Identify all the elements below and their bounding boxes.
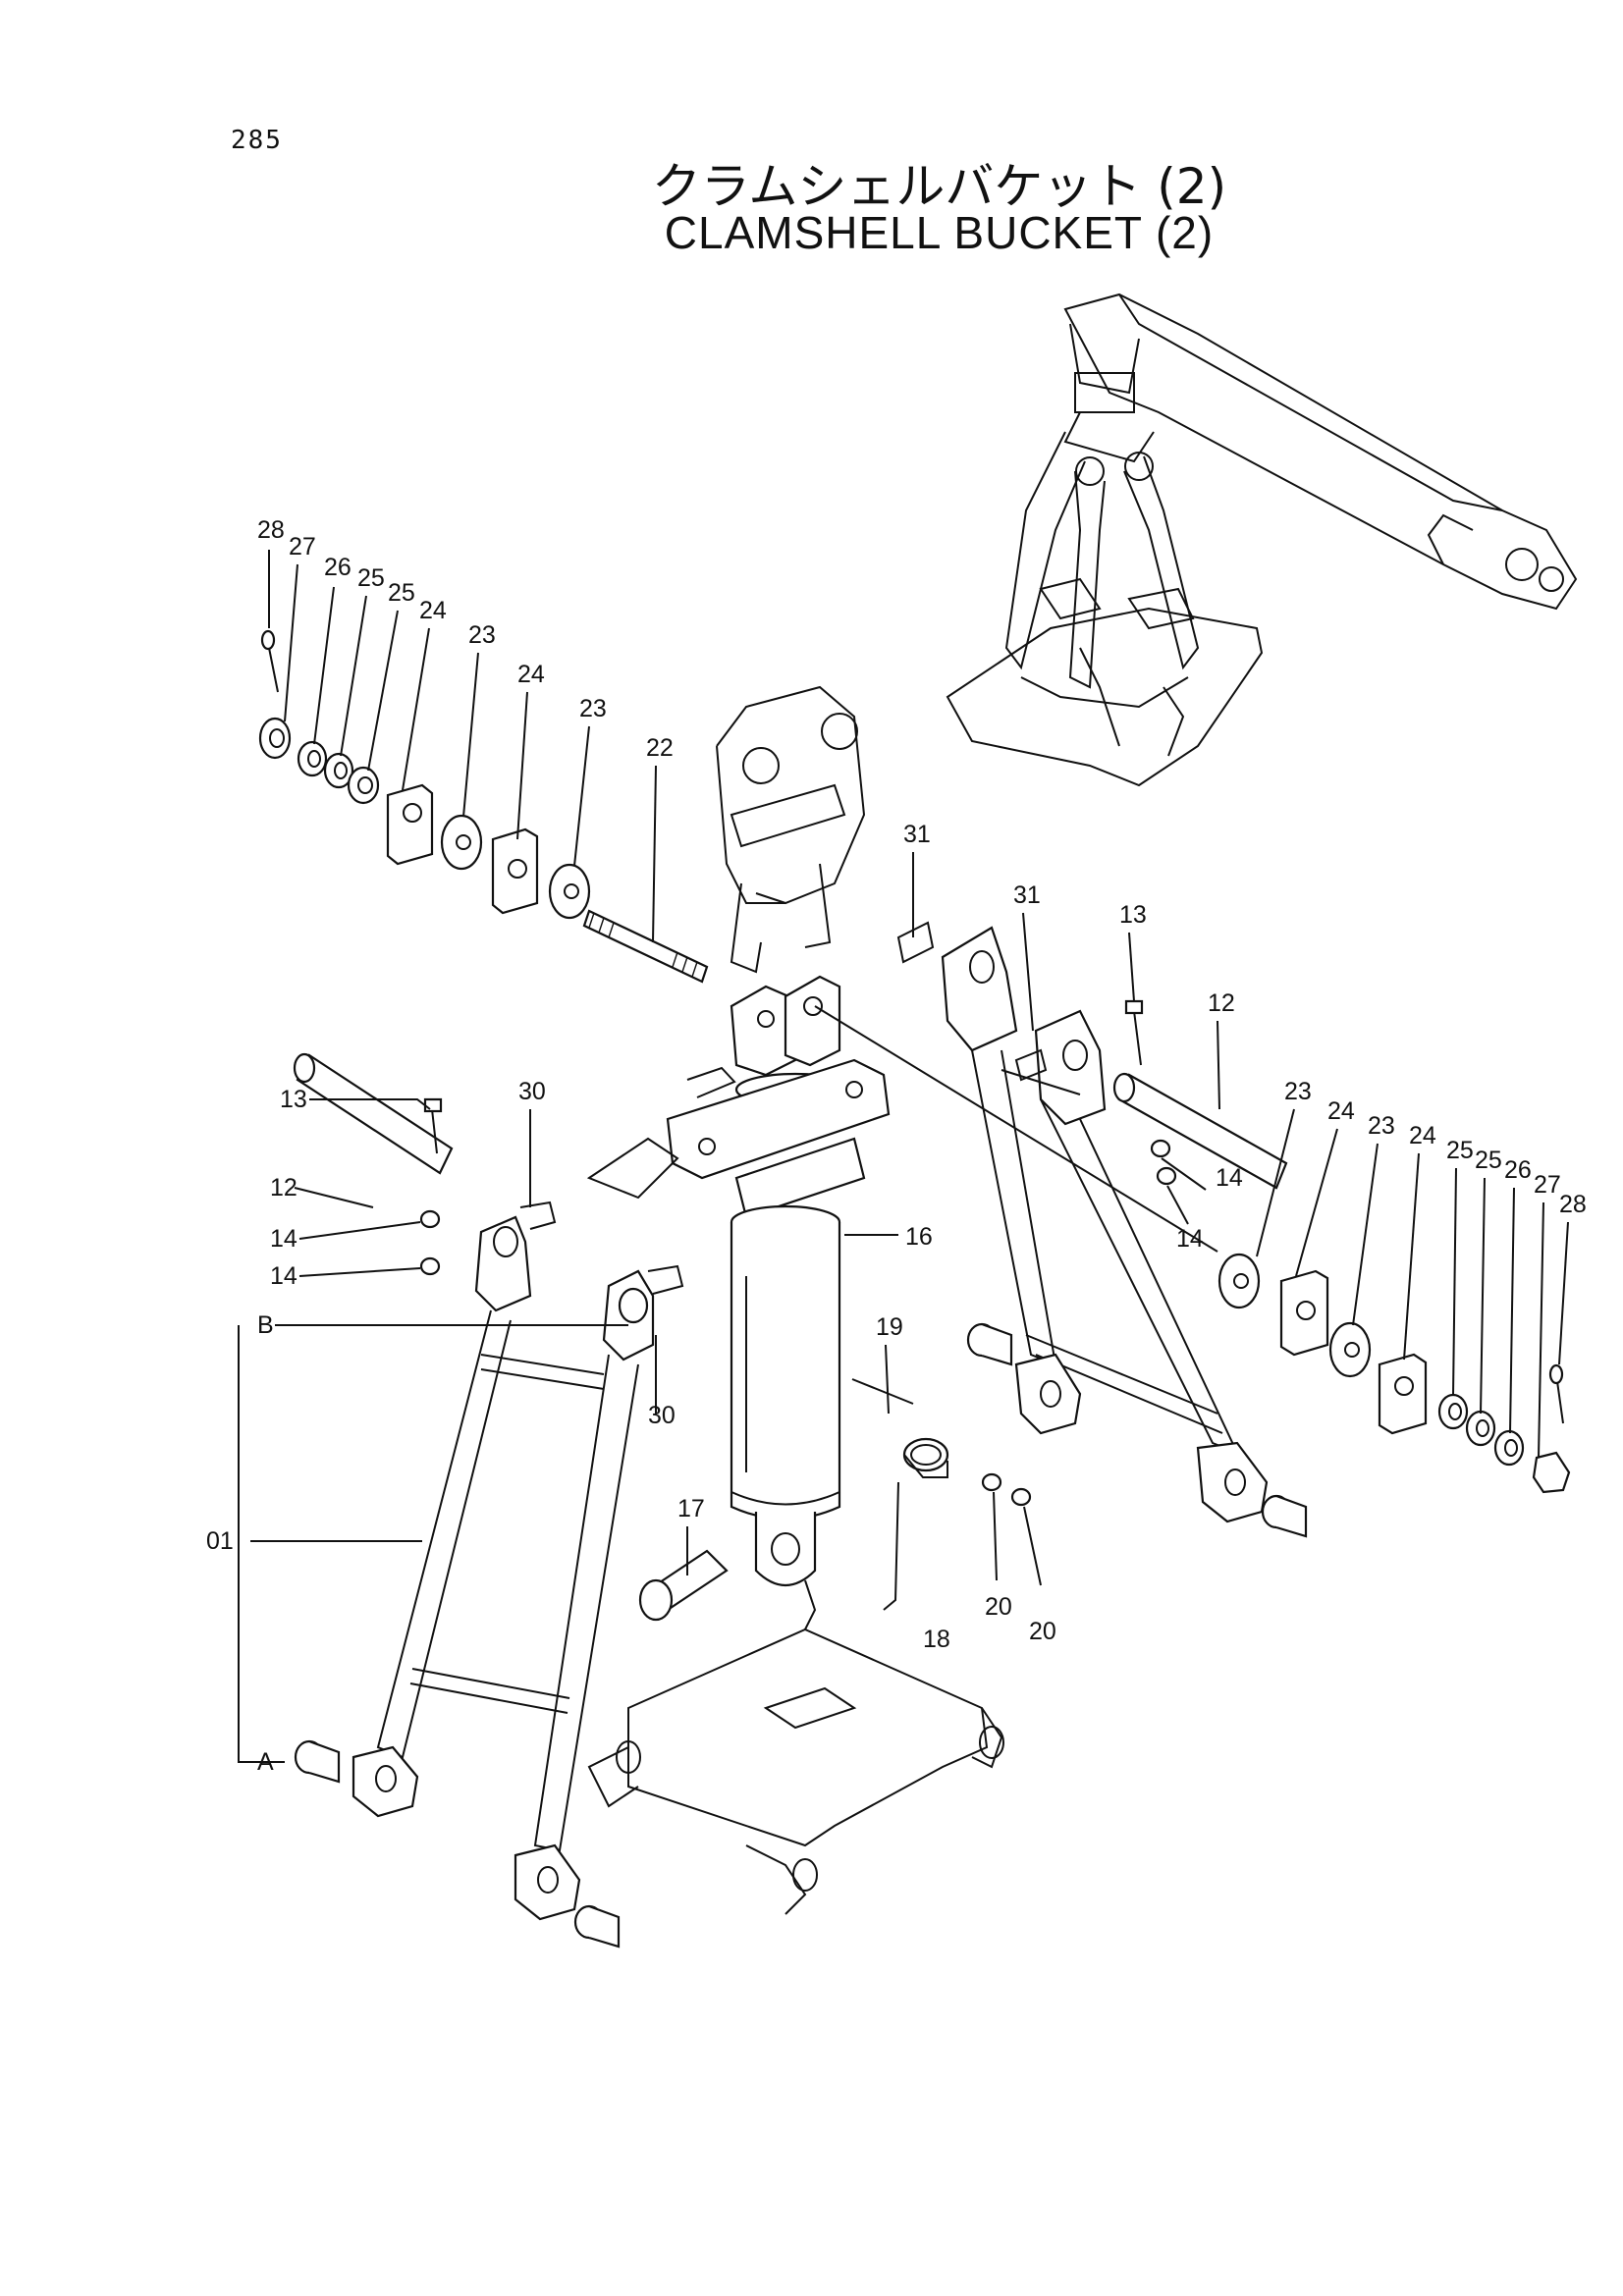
callout-23-right: 23 [1284, 1078, 1312, 1105]
callout-14-right: 14 [1216, 1164, 1243, 1192]
cylinder-16 [666, 975, 891, 1586]
callout-31-left: 31 [903, 821, 931, 848]
callout-14-left: 14 [270, 1225, 298, 1253]
callout-20-2: 20 [1029, 1618, 1056, 1645]
link-plate [586, 1137, 679, 1200]
callout-13-right: 13 [1119, 901, 1147, 929]
upper-yoke [716, 685, 866, 974]
callout-28-right: 28 [1559, 1191, 1587, 1218]
left-fastener-stack [258, 629, 591, 920]
callout-23-left-2: 23 [579, 695, 607, 722]
callout-01: 01 [206, 1527, 234, 1555]
callout-28-left: 28 [257, 516, 285, 544]
callout-27-right: 27 [1534, 1171, 1561, 1199]
callout-12-left: 12 [270, 1174, 298, 1201]
title-english: CLAMSHELL BUCKET (2) [664, 207, 1215, 258]
callout-24-left-2: 24 [517, 661, 545, 688]
page-number: 285 [231, 126, 283, 155]
callout-23-left: 23 [468, 621, 496, 649]
callout-labels: 28 27 26 25 25 24 23 24 23 22 31 31 13 1… [206, 516, 1587, 1776]
callout-25-left: 25 [357, 564, 385, 592]
callout-24-right: 24 [1327, 1097, 1355, 1125]
callout-leaders [238, 550, 1569, 1763]
callout-26-left: 26 [324, 554, 352, 581]
overview-illustration [946, 293, 1578, 787]
callout-18: 18 [923, 1626, 950, 1653]
callout-30-top: 30 [518, 1078, 546, 1105]
callout-25-right: 25 [1446, 1137, 1474, 1164]
right-arm [896, 921, 1308, 1538]
right-fastener-stack [1217, 1253, 1571, 1494]
left-arm [294, 1201, 684, 1949]
callout-30-bottom: 30 [648, 1402, 676, 1429]
callout-B: B [257, 1311, 274, 1339]
callout-31-right: 31 [1013, 881, 1041, 909]
callout-25-left-2: 25 [388, 579, 415, 607]
callout-13-left: 13 [280, 1086, 307, 1113]
callout-16: 16 [905, 1223, 933, 1251]
callout-14-left-2: 14 [270, 1262, 298, 1290]
title-japanese: クラムシェルバケット (2) [651, 158, 1227, 215]
lower-bracket [587, 1378, 1032, 1915]
callout-22: 22 [646, 734, 674, 762]
callout-25-right-2: 25 [1475, 1147, 1502, 1174]
right-pin-12 [1112, 999, 1288, 1190]
callout-20: 20 [985, 1593, 1012, 1621]
callout-14-right-2: 14 [1176, 1225, 1204, 1253]
callout-24-right-2: 24 [1409, 1122, 1436, 1149]
callout-23-right-2: 23 [1368, 1112, 1395, 1140]
callout-A: A [257, 1748, 274, 1776]
callout-24-left: 24 [419, 597, 447, 624]
pin-22 [582, 909, 709, 984]
centre-line [814, 1005, 1218, 1253]
callout-19: 19 [876, 1313, 903, 1341]
callout-27-left: 27 [289, 533, 316, 561]
callout-12-right: 12 [1208, 989, 1235, 1017]
callout-26-right: 26 [1504, 1156, 1532, 1184]
left-pin-12 [293, 1052, 454, 1276]
callout-17: 17 [677, 1495, 705, 1522]
